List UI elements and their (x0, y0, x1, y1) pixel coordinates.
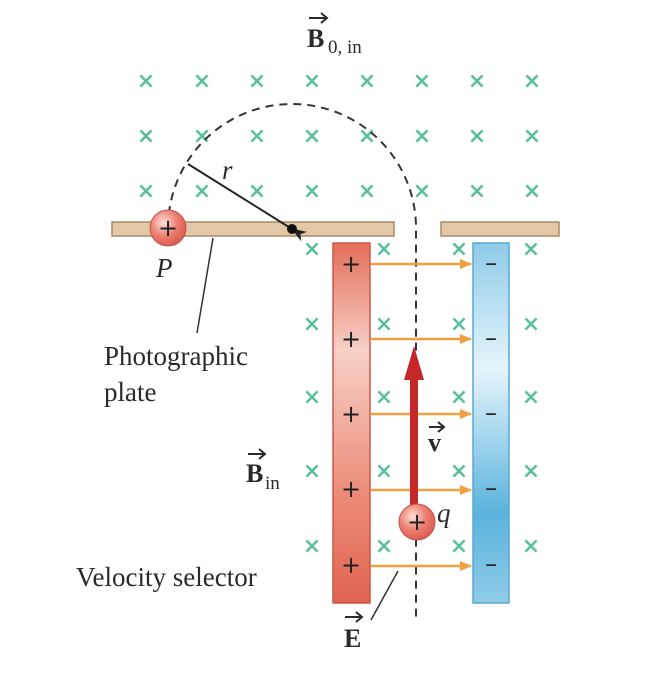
svg-text:v: v (428, 428, 441, 457)
cross-mark-icon: × (358, 69, 376, 94)
svg-text:B: B (307, 24, 324, 53)
plus-sign: + (341, 475, 361, 503)
cross-mark-icon: × (450, 534, 468, 559)
cross-mark-icon: × (303, 312, 321, 337)
magnetic-field-markers: × × × × × × × × × × × × × × × × × × × × × × × × × × × × × × × × × × × × × × × ×… (137, 69, 541, 559)
cross-mark-icon: × (248, 124, 266, 149)
cross-mark-icon: × (248, 179, 266, 204)
radius-arrow (187, 163, 308, 242)
svg-text:+: + (158, 214, 178, 242)
cross-mark-icon: × (137, 179, 155, 204)
cross-mark-icon: × (468, 69, 486, 94)
cross-mark-icon: × (375, 534, 393, 559)
plus-sign: + (341, 551, 361, 579)
label-v: v (428, 421, 446, 457)
photographic-plate-right (440, 221, 560, 237)
cross-mark-icon: × (193, 69, 211, 94)
minus-sign: – (485, 474, 497, 502)
cross-mark-icon: × (522, 534, 540, 559)
cross-mark-icon: × (303, 124, 321, 149)
center-point (287, 224, 297, 234)
svg-text:E: E (344, 624, 361, 653)
cross-mark-icon: × (468, 124, 486, 149)
label-p: P (155, 253, 173, 283)
positive-plate (332, 242, 371, 604)
minus-sign: – (485, 249, 497, 277)
cross-mark-icon: × (303, 385, 321, 410)
particle-q: + (398, 503, 436, 541)
electric-field-arrows (371, 259, 472, 571)
cross-mark-icon: × (375, 237, 393, 262)
negative-plate (472, 242, 510, 604)
label-bin: B in (246, 448, 280, 494)
label-q: q (437, 498, 451, 528)
label-b0in: B 0, in (307, 12, 362, 58)
svg-text:in: in (265, 473, 280, 494)
cross-mark-icon: × (413, 69, 431, 94)
cross-mark-icon: × (358, 179, 376, 204)
plate-charges: + + + + + – – – – – (341, 249, 497, 579)
cross-mark-icon: × (522, 385, 540, 410)
cross-mark-icon: × (413, 179, 431, 204)
minus-sign: – (485, 399, 497, 427)
cross-mark-icon: × (468, 179, 486, 204)
plus-sign: + (341, 250, 361, 278)
cross-mark-icon: × (413, 124, 431, 149)
cross-mark-icon: × (522, 312, 540, 337)
cross-mark-icon: × (523, 179, 541, 204)
cross-mark-icon: × (248, 69, 266, 94)
cross-mark-icon: × (450, 237, 468, 262)
cross-mark-icon: × (522, 459, 540, 484)
cross-mark-icon: × (523, 69, 541, 94)
cross-mark-icon: × (450, 385, 468, 410)
cross-mark-icon: × (303, 459, 321, 484)
plus-sign: + (341, 400, 361, 428)
label-photographic: Photographic (104, 341, 248, 371)
particle-at-p: + (149, 209, 187, 247)
label-plate: plate (104, 377, 156, 407)
cross-mark-icon: × (193, 179, 211, 204)
cross-mark-icon: × (303, 534, 321, 559)
cross-mark-icon: × (358, 124, 376, 149)
minus-sign: – (485, 550, 497, 578)
label-e: E (344, 611, 364, 653)
cross-mark-icon: × (303, 179, 321, 204)
velocity-arrow (404, 346, 424, 508)
plus-sign: + (341, 325, 361, 353)
cross-mark-icon: × (303, 237, 321, 262)
cross-mark-icon: × (137, 69, 155, 94)
plate-leader-line (196, 237, 214, 334)
cross-mark-icon: × (523, 124, 541, 149)
efield-leader-line (370, 570, 399, 621)
svg-text:+: + (407, 508, 427, 536)
cross-mark-icon: × (375, 312, 393, 337)
cross-mark-icon: × (522, 237, 540, 262)
label-velocity-selector: Velocity selector (76, 562, 257, 592)
minus-sign: – (485, 324, 497, 352)
cross-mark-icon: × (450, 459, 468, 484)
cross-mark-icon: × (303, 69, 321, 94)
cross-mark-icon: × (450, 312, 468, 337)
svg-text:B: B (246, 459, 263, 488)
particle-path (167, 103, 417, 622)
cross-mark-icon: × (375, 385, 393, 410)
label-r: r (222, 155, 233, 185)
cross-mark-icon: × (137, 124, 155, 149)
svg-text:0, in: 0, in (328, 37, 362, 58)
cross-mark-icon: × (375, 459, 393, 484)
cross-mark-icon: × (193, 124, 211, 149)
